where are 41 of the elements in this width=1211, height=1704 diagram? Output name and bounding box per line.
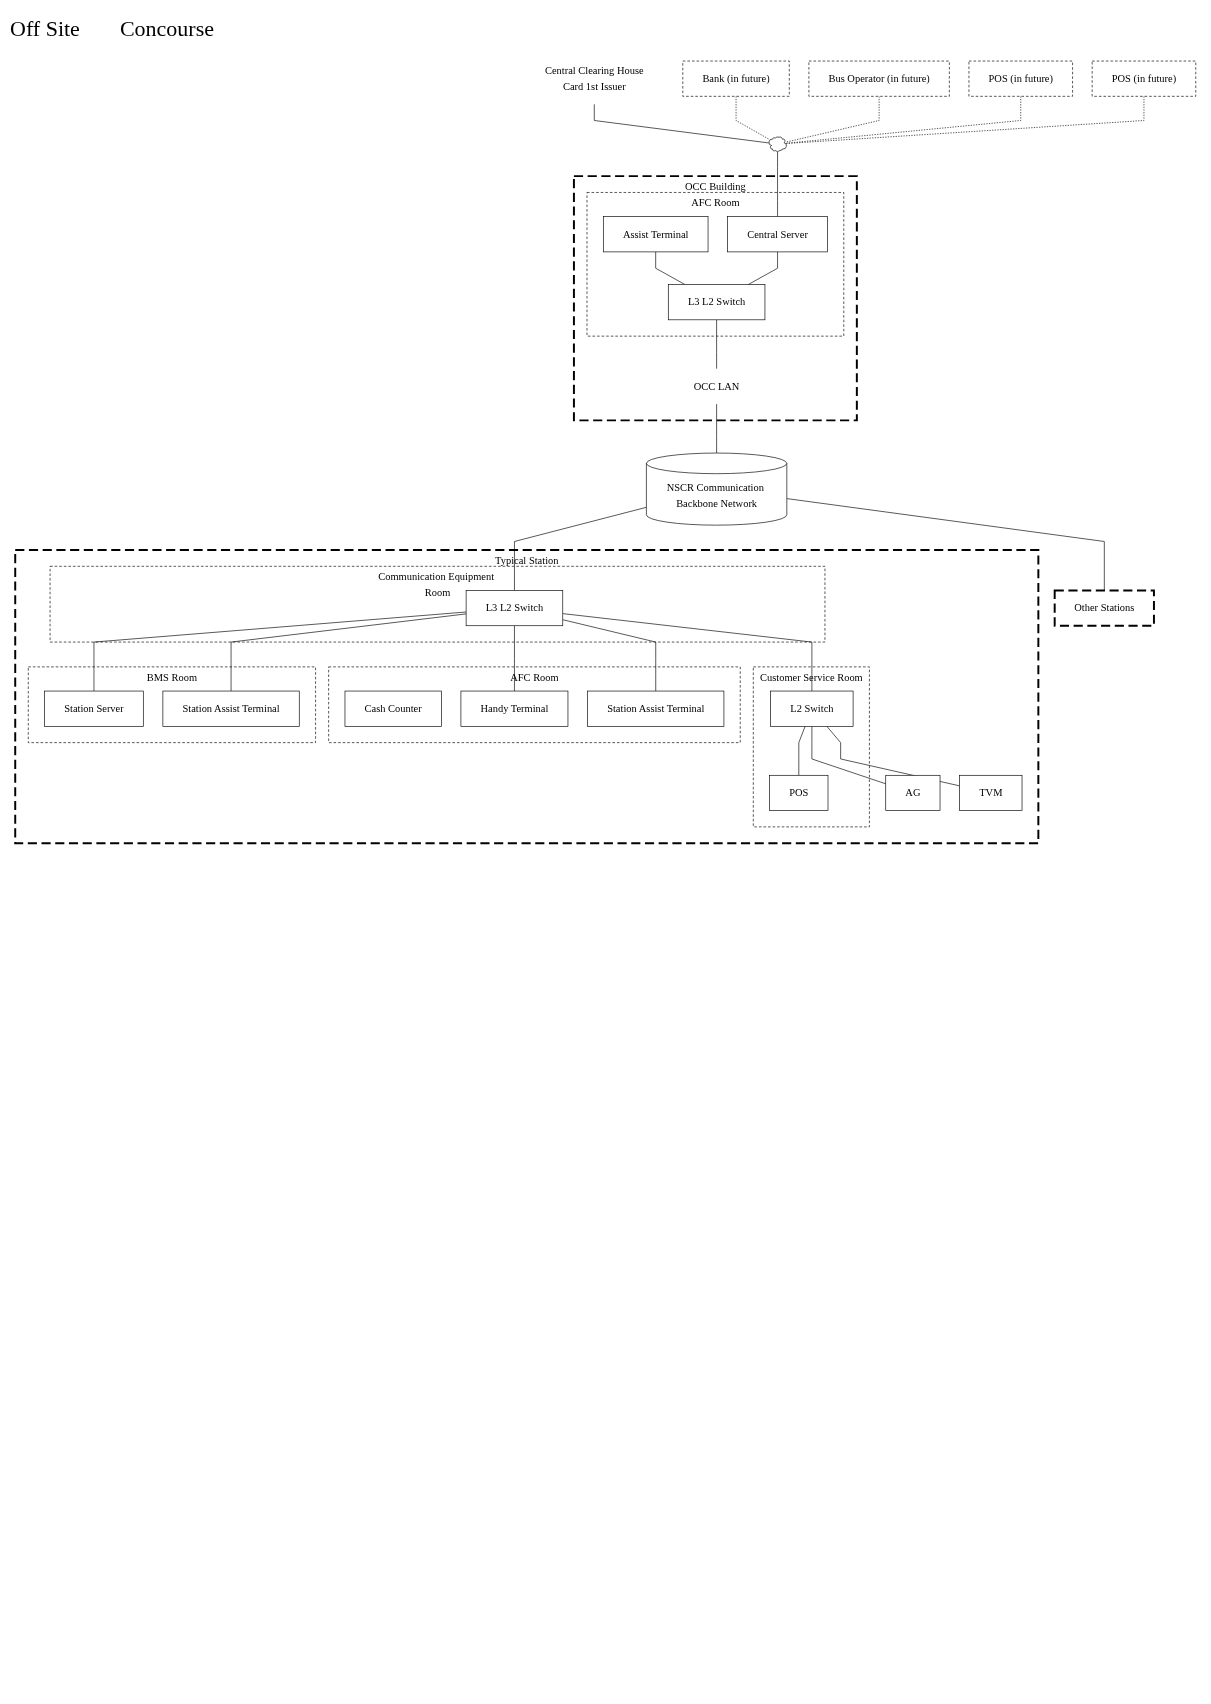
connector [811, 726, 887, 785]
connector [562, 613, 813, 692]
text-label: Concourse [119, 16, 214, 42]
node-cloud [768, 136, 787, 152]
node-box: Handy Terminal [460, 690, 569, 727]
connector [785, 96, 1022, 144]
connector [514, 625, 515, 692]
text-label: Off Site [10, 16, 80, 42]
node-box: Cash Counter [344, 690, 442, 727]
connector [93, 611, 467, 692]
node-box: Station Assist Terminal [587, 690, 725, 727]
node-text: OCC LAN [693, 380, 740, 392]
node-box: Bus Operator (in future) [808, 60, 950, 97]
connector [785, 96, 880, 143]
connector [514, 506, 647, 591]
connector [777, 151, 778, 217]
connector [716, 319, 717, 370]
node-box: Central Server [727, 216, 828, 253]
node-box: AG [885, 774, 941, 811]
node-box: Station Server [44, 690, 144, 727]
connector [562, 619, 657, 692]
node-box: Other Stations [1053, 589, 1155, 627]
node-box: L2 Switch [770, 690, 854, 727]
node-box: POS (in future) [968, 60, 1073, 97]
connector [655, 251, 686, 285]
connector [798, 726, 806, 776]
connector [786, 498, 1105, 591]
connector [785, 96, 1145, 144]
node-box: POS [769, 774, 829, 811]
node-box: TVM [959, 774, 1023, 811]
node-box: Station Assist Terminal [162, 690, 300, 727]
connector [230, 613, 467, 692]
node-box: L3 L2 Switch [465, 590, 564, 627]
connector [716, 403, 717, 454]
node-box: POS (in future) [1091, 60, 1197, 97]
node-text: Central Clearing House Card 1st Issuer [544, 64, 644, 92]
connector [747, 251, 778, 285]
node-box: Bank (in future) [682, 60, 790, 97]
connector [593, 103, 770, 144]
node-box: Assist Terminal [603, 216, 709, 253]
node-box: L3 L2 Switch [667, 284, 766, 321]
